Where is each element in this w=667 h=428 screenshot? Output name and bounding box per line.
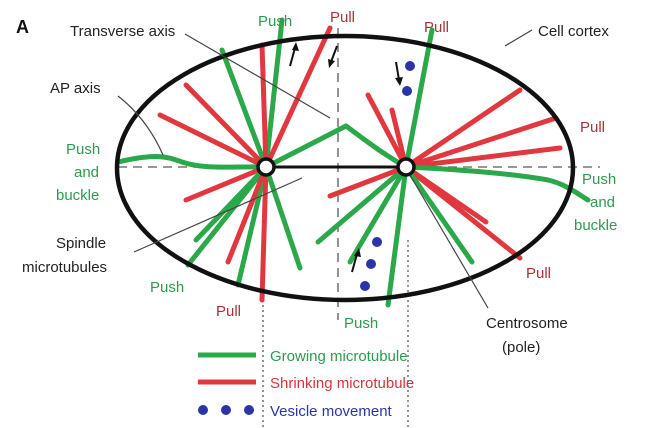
leader-spindle-microtubules	[133, 177, 303, 253]
panel-letter: A	[16, 17, 29, 37]
leader-ap-axis	[117, 95, 164, 156]
growing-microtubule	[263, 123, 349, 170]
growing-microtubule	[385, 164, 409, 308]
shrinking-microtubule	[403, 115, 559, 170]
vesicle-icon	[402, 86, 412, 96]
arrow-down-icon	[395, 61, 400, 81]
centrosome-label-line2: (pole)	[502, 339, 540, 356]
vesicle-icon	[244, 405, 254, 415]
legend-shrinking-label: Shrinking microtubule	[270, 375, 414, 392]
arrowhead-icon	[292, 42, 299, 51]
growing-microtubule	[235, 164, 269, 288]
growing-microtubule	[315, 164, 409, 245]
vesicles-bottom	[360, 237, 382, 291]
push-label: Push	[258, 13, 292, 30]
shrinking-microtubule	[157, 112, 269, 170]
leader-transverse-axis	[184, 33, 331, 119]
vesicle-icon	[198, 405, 208, 415]
push-and-buckle-right-line1: Push	[582, 171, 616, 188]
arrowhead-icon	[328, 59, 335, 68]
spindle-label-line2: microtubules	[22, 259, 107, 276]
spindle-label-line1: Spindle	[56, 235, 106, 252]
shrinking-microtubule	[389, 107, 409, 170]
pull-label: Pull	[330, 9, 355, 26]
centrosome-right-icon	[396, 157, 416, 177]
shrinking-microtubule	[263, 25, 333, 170]
vesicle-icon	[372, 237, 382, 247]
left-aster	[115, 17, 349, 303]
legend-vesicle-label: Vesicle movement	[270, 403, 393, 420]
vesicles-top	[402, 61, 415, 96]
ap-axis-label: AP axis	[50, 80, 101, 97]
legend: Growing microtubule Shrinking microtubul…	[198, 348, 414, 420]
legend-growing-label: Growing microtubule	[270, 348, 408, 365]
shrinking-microtubule	[225, 164, 269, 265]
growing-microtubule	[263, 164, 303, 271]
right-aster	[315, 27, 591, 308]
growing-microtubule	[185, 164, 269, 268]
cell-cortex-label: Cell cortex	[538, 23, 609, 40]
buckling-microtubule	[403, 164, 591, 203]
push-label: Push	[150, 279, 184, 296]
pull-label: Pull	[580, 119, 605, 136]
arrowhead-icon	[395, 77, 403, 86]
pull-label: Pull	[526, 265, 551, 282]
vesicle-icon	[221, 405, 231, 415]
transverse-axis-label: Transverse axis	[70, 23, 175, 40]
cell-cortex-ellipse	[114, 33, 576, 303]
growing-microtubule	[403, 164, 475, 265]
shrinking-microtubule	[259, 42, 269, 170]
vesicle-icon	[405, 61, 415, 71]
vesicle-icon	[360, 281, 370, 291]
vesicle-icon	[366, 259, 376, 269]
growing-microtubule	[263, 17, 285, 170]
shrinking-microtubule	[183, 164, 269, 203]
shrinking-microtubule	[183, 82, 269, 170]
arrow-up-icon	[351, 253, 358, 273]
growing-microtubule	[403, 27, 435, 170]
leader-cell-cortex	[504, 29, 533, 47]
centrosome-label-line1: Centrosome	[486, 315, 568, 332]
centrosome-left-icon	[256, 157, 276, 177]
push-label: Push	[344, 315, 378, 332]
shrinking-microtubule	[327, 164, 409, 199]
shrinking-microtubule	[403, 87, 523, 170]
buckling-microtubule	[115, 154, 269, 170]
push-and-buckle-left-line1: Push	[66, 141, 100, 158]
growing-microtubule	[219, 47, 269, 170]
push-and-buckle-right-line2: and	[590, 194, 615, 211]
push-and-buckle-left-line2: and	[74, 164, 99, 181]
push-and-buckle-left-line3: buckle	[56, 187, 99, 204]
arrowhead-icon	[354, 248, 361, 257]
movement-arrows	[289, 42, 403, 273]
pull-label: Pull	[216, 303, 241, 320]
pull-label: Pull	[424, 19, 449, 36]
leader-centrosome	[409, 174, 489, 309]
shrinking-microtubule	[365, 92, 409, 170]
growing-microtubule	[347, 164, 409, 265]
shrinking-microtubule	[403, 145, 563, 170]
arrow-up-icon	[289, 47, 296, 67]
shrinking-microtubule	[259, 164, 269, 303]
push-and-buckle-right-line3: buckle	[574, 217, 617, 234]
shrinking-microtubule	[403, 164, 523, 261]
arrow-down-icon	[330, 45, 338, 63]
